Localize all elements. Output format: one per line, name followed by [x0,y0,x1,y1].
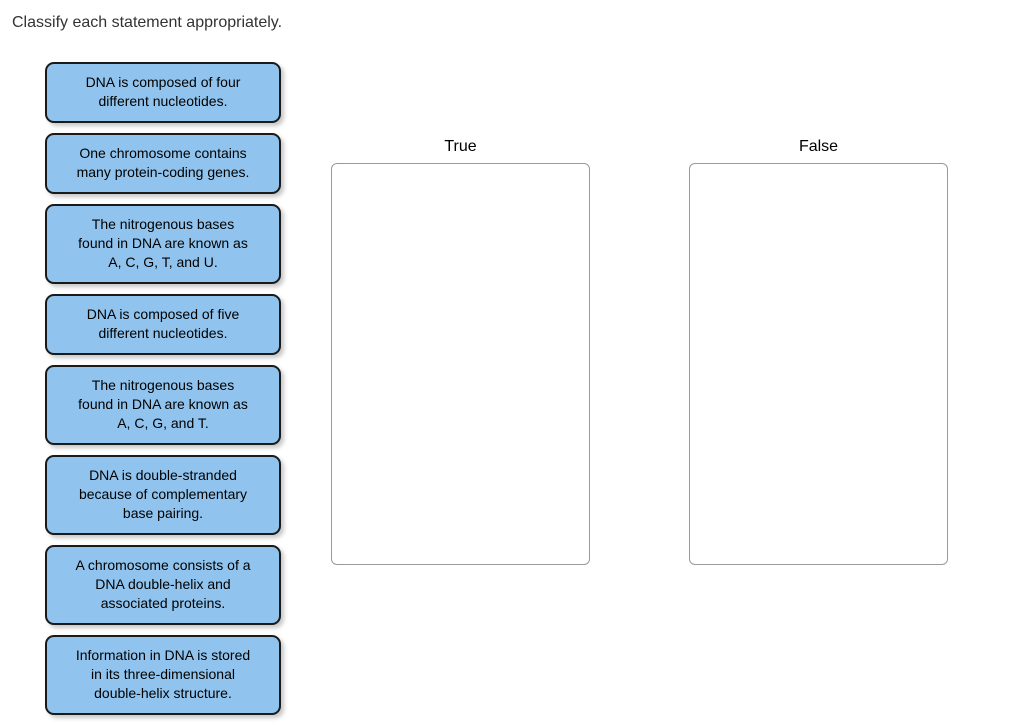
statement-card[interactable]: DNA is composed of four different nucleo… [45,62,281,123]
dropzone-false-label: False [798,138,839,155]
statement-card[interactable]: The nitrogenous bases found in DNA are k… [45,365,281,445]
statement-card-line: The nitrogenous bases [91,377,235,393]
dropzone-false-box[interactable] [689,163,948,565]
statement-card-line: DNA double-helix and [95,576,231,592]
statement-card-line: DNA is composed of five [86,306,240,322]
statement-card-line: A chromosome consists of a [75,557,251,573]
dropzone-true-label: True [444,138,477,155]
statement-card-list: DNA is composed of four different nucleo… [45,62,281,725]
statement-card-line: different nucleotides. [98,93,228,109]
statement-card[interactable]: DNA is double-stranded because of comple… [45,455,281,535]
statement-card[interactable]: Information in DNA is stored in its thre… [45,635,281,715]
statement-card-line: different nucleotides. [98,325,228,341]
statement-card-line: because of complementary [78,486,248,502]
statement-card-line: base pairing. [122,505,204,521]
statement-card[interactable]: DNA is composed of five different nucleo… [45,294,281,355]
statement-card-line: found in DNA are known as [78,396,248,412]
statement-card[interactable]: The nitrogenous bases found in DNA are k… [45,204,281,284]
page-title: Classify each statement appropriately. [12,14,283,31]
statement-card-line: double-helix structure. [94,685,232,701]
statement-card[interactable]: One chromosome contains many protein-cod… [45,133,281,194]
statement-card-line: DNA is composed of four [85,74,241,90]
statement-card-line: DNA is double-stranded [89,467,237,483]
dropzone-true-box[interactable] [331,163,590,565]
statement-card-line: Information in DNA is stored [75,647,251,663]
statement-card-line: The nitrogenous bases [91,216,235,232]
statement-card[interactable]: A chromosome consists of a DNA double-he… [45,545,281,625]
statement-card-line: many protein-coding genes. [76,164,250,180]
statement-card-line: found in DNA are known as [78,235,248,251]
statement-card-line: associated proteins. [100,595,226,611]
statement-card-line: One chromosome contains [79,145,247,161]
statement-card-line: A, C, G, T, and U. [108,254,218,270]
statement-card-line: A, C, G, and T. [117,415,209,431]
statement-card-line: in its three-dimensional [91,666,235,682]
